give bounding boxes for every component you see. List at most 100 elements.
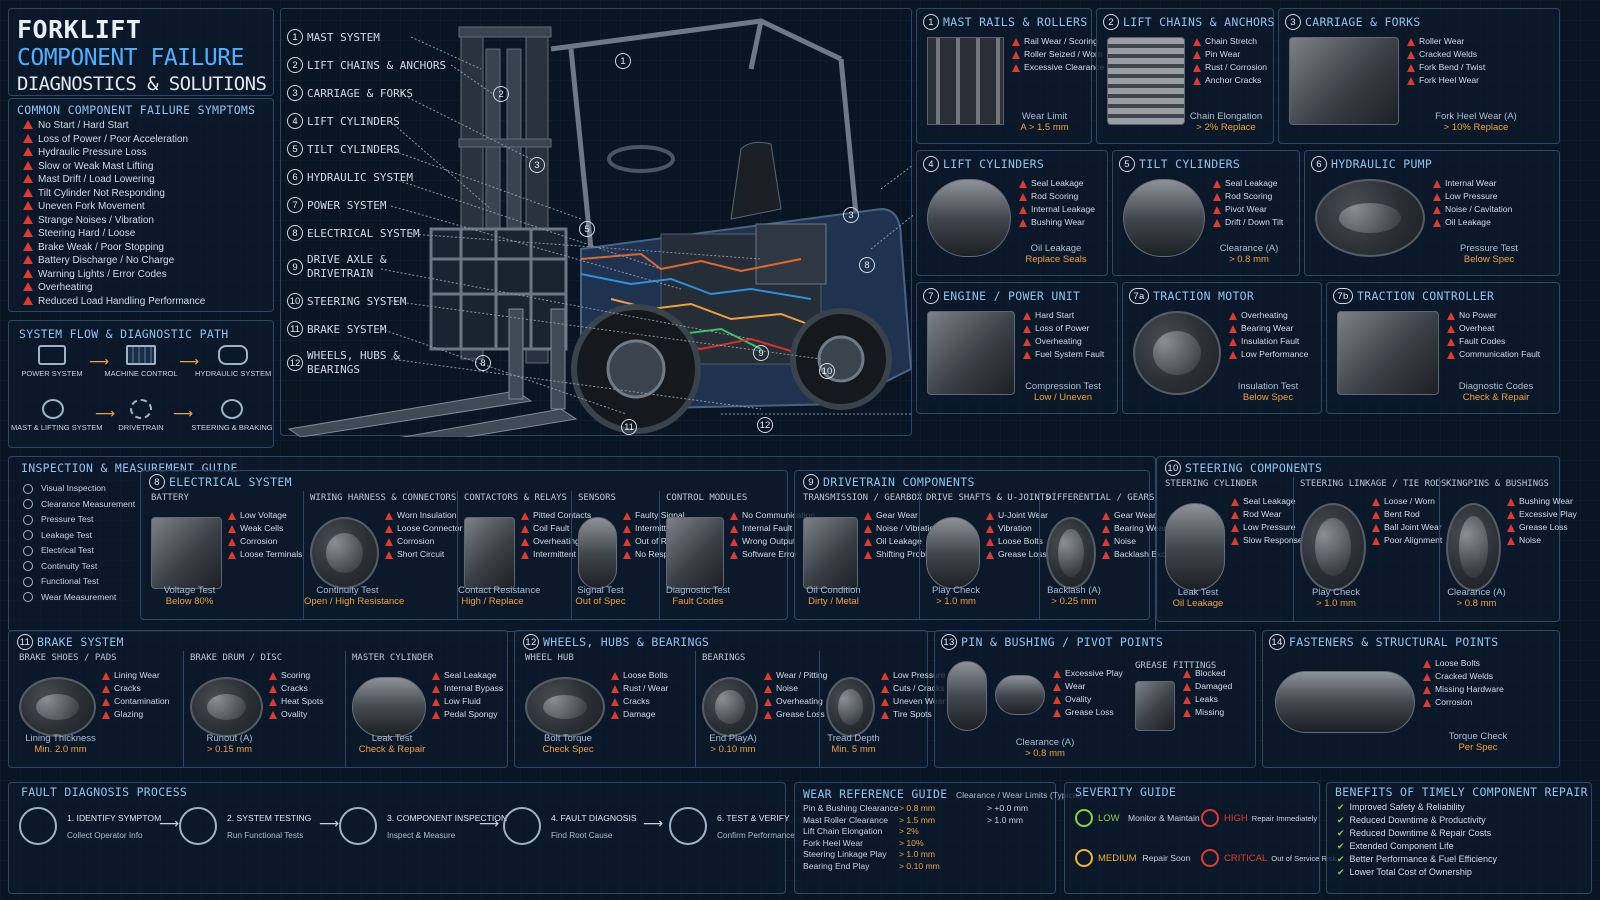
callout-label: MAST SYSTEM — [307, 30, 380, 44]
warning-icon — [1183, 695, 1191, 704]
failure-item: Wear / Pitting — [764, 669, 827, 682]
component-title-text: LIFT CYLINDERS — [943, 157, 1045, 171]
failure-item: Blocked — [1183, 667, 1232, 680]
warning-icon — [1372, 536, 1380, 545]
section-number: 10 — [1165, 460, 1181, 476]
failure-text: Seal Leakage — [444, 670, 497, 680]
warning-icon — [864, 524, 872, 533]
warning-icon — [1447, 350, 1455, 359]
spec-value: > 0.8 mm — [1229, 254, 1269, 265]
spec-footer: Clearance (A)> 0.8 mm — [985, 737, 1105, 759]
flow-arrow-icon: ⟶ — [179, 353, 200, 369]
warning-icon — [385, 550, 393, 559]
warning-icon — [1407, 37, 1415, 46]
benefit-text: Extended Component Life — [1349, 841, 1454, 851]
subcomponent-title: WHEEL HUB — [525, 653, 574, 663]
wear-row: Bearing End Play> 0.10 mm — [803, 861, 1028, 873]
subcomponent-image — [1165, 503, 1225, 591]
failure-item: Ovality — [1053, 693, 1123, 706]
failure-text: Internal Fault — [742, 523, 793, 533]
failure-item: Short Circuit — [385, 548, 462, 561]
wear-cell: Steering Linkage Play — [803, 849, 887, 859]
subcomponent-title: BATTERY — [151, 493, 189, 503]
benefit-text: Lower Total Cost of Ownership — [1349, 867, 1472, 877]
warning-icon — [623, 511, 631, 520]
spec-label: Bolt Torque — [544, 733, 592, 744]
warning-icon — [1231, 536, 1239, 545]
symptom-item: Loss of Power / Poor Acceleration — [23, 133, 205, 147]
symptom-item: Uneven Fork Movement — [23, 200, 205, 214]
spec-footer: Play Check> 1.0 mm — [1294, 587, 1378, 609]
warning-icon — [23, 147, 33, 156]
subcomponent-title: CONTROL MODULES — [666, 493, 748, 503]
failure-item: Excessive Play — [1507, 508, 1577, 521]
component-image — [1289, 37, 1399, 125]
failure-text: Software Error — [742, 549, 798, 559]
failure-item: Rod Wear — [1231, 508, 1303, 521]
warning-icon — [1407, 76, 1415, 85]
marker-1: 1 — [615, 53, 631, 69]
wear-guide-table: Pin & Bushing Clearance> 0.8 mm> +0.0 mm… — [803, 803, 1028, 872]
symptom-item: Mast Drift / Load Lowering — [23, 173, 205, 187]
subcomponent-image — [702, 677, 758, 737]
spec-value: Oil Leakage — [1172, 598, 1224, 609]
check-icon: ✔ — [1337, 867, 1345, 877]
failure-item: Intermittent — [623, 522, 687, 535]
warning-icon — [102, 710, 110, 719]
failure-item: Worn Insulation — [385, 509, 462, 522]
section-title-text: PIN & BUSHING / PIVOT POINTS — [961, 635, 1164, 649]
failure-text: Ovality — [281, 709, 308, 719]
warning-icon — [623, 550, 631, 559]
warning-icon — [1213, 218, 1221, 227]
wear-cell: Bearing End Play — [803, 860, 870, 871]
spec-value: Out of Spec — [575, 596, 626, 607]
failure-text: Grease Loss — [1519, 522, 1568, 532]
subcomponent-image — [190, 677, 263, 737]
benefits-list: ✔Improved Safety & Reliability✔Reduced D… — [1337, 801, 1497, 879]
benefit-item: ✔ Lower Total Cost of Ownership — [1337, 866, 1497, 879]
failure-text: Cracks — [623, 696, 650, 706]
check-circle-icon — [23, 576, 33, 587]
failure-item: Bent Rod — [1372, 508, 1442, 521]
warning-icon — [1433, 179, 1441, 188]
failure-item: Noise — [1102, 535, 1179, 548]
flow-node-power: POWER SYSTEM — [21, 345, 83, 378]
failure-text: Chain Stretch — [1205, 36, 1258, 46]
check-circle-icon — [23, 483, 33, 494]
warning-icon — [1193, 37, 1201, 46]
warning-icon — [23, 295, 33, 305]
marker-9: 9 — [753, 345, 769, 361]
symptom-item: Strange Noises / Vibration — [23, 214, 205, 228]
spec-label: Play Check — [931, 585, 981, 596]
callout-number: 9 — [287, 259, 303, 275]
spec-value: Below Spec — [1242, 392, 1294, 403]
failure-text: Bearing Wear — [1114, 523, 1167, 533]
warning-icon — [1423, 659, 1431, 668]
warning-icon — [1433, 205, 1441, 214]
failure-item: Coil Fault — [521, 522, 591, 535]
warning-icon — [611, 671, 619, 680]
warning-icon — [23, 241, 33, 251]
failure-text: Blocked — [1195, 668, 1226, 678]
failure-item: Low Voltage — [228, 509, 302, 522]
subcomponent-title: STEERING CYLINDER — [1165, 479, 1258, 489]
callout-number: 5 — [287, 141, 303, 157]
process-step-subtitle: Collect Operator Info — [67, 831, 143, 840]
failure-item: Damaged — [1183, 680, 1232, 693]
seat-drawing — [730, 141, 782, 220]
